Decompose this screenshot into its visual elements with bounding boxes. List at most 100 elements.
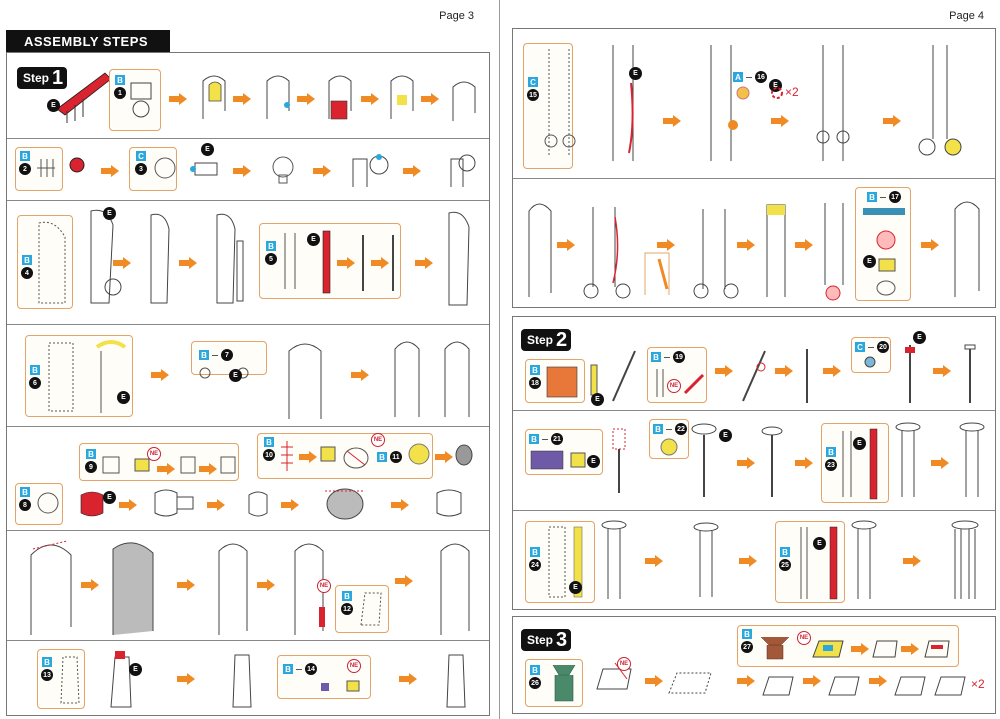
step-1-row-6: NE B 12 xyxy=(7,531,489,641)
label-part-27: B 27 xyxy=(741,629,753,653)
part-red-rod xyxy=(867,427,881,501)
label-part-20: C 20 xyxy=(855,341,889,353)
part-rod-cap xyxy=(949,519,981,603)
part-frame-assembly xyxy=(579,191,639,301)
part-red-drum xyxy=(77,489,107,519)
arrow-icon xyxy=(921,239,939,251)
step-1-row-2: B 2 C 3 E xyxy=(7,139,489,201)
part-disc-grey xyxy=(453,443,475,467)
part-rod-cap xyxy=(893,421,923,501)
part-rod-vertical xyxy=(903,343,917,405)
arrow-icon xyxy=(737,675,755,687)
assembly-steps-banner: ASSEMBLY STEPS xyxy=(6,30,170,52)
label-part-24: B 24 xyxy=(529,547,541,571)
part-long-frame xyxy=(813,43,853,167)
arrow-icon xyxy=(351,369,369,381)
arrow-icon xyxy=(281,499,299,511)
label-part-8: B 8 xyxy=(19,487,31,511)
step-1-row-7: B 13 E B 14 NE xyxy=(7,641,489,717)
part-frame-assembly-yellow xyxy=(759,193,793,301)
step-2-row-1: Step 2 B 18 E B 19 NE xyxy=(513,317,995,411)
step-1-frame: Step 1 E B 1 xyxy=(6,52,490,716)
part-frame-yellow xyxy=(91,337,131,417)
label-part-6: B 6 xyxy=(29,365,41,389)
label-part-19: B 19 xyxy=(651,351,685,363)
part-gear-piece xyxy=(127,79,157,123)
part-bracket xyxy=(179,455,197,475)
arrow-icon xyxy=(415,257,433,269)
part-assembly-red xyxy=(325,71,355,125)
part-drum-assembled xyxy=(151,487,197,521)
e-tag: E xyxy=(117,391,130,404)
part-rod-cap xyxy=(599,519,629,603)
label-part-17: B 17 xyxy=(867,191,901,203)
part-yellow-cup xyxy=(877,255,897,275)
arrow-icon xyxy=(823,365,841,377)
label-part-25: B 25 xyxy=(779,547,791,571)
part-rod-angled xyxy=(609,347,639,405)
part-drum-assembled xyxy=(433,487,465,521)
label-part-16: A 16 xyxy=(733,71,767,83)
quantity-multiplier: ×2 xyxy=(785,85,799,99)
arrow-icon xyxy=(113,257,131,269)
part-axle xyxy=(187,157,227,181)
step-1-row-1: Step 1 E B 1 xyxy=(7,53,489,139)
part-drum-assembled xyxy=(245,489,271,519)
arrow-icon xyxy=(371,257,389,269)
part-rod-assembled xyxy=(389,233,399,293)
arrow-icon xyxy=(795,239,813,251)
page-spine xyxy=(499,0,500,719)
step-1-row-4: B 6 E B 7 E xyxy=(7,325,489,427)
part-green-frame xyxy=(547,661,581,705)
arrow-icon xyxy=(157,463,175,475)
arrow-icon xyxy=(645,675,663,687)
label-part-22: B 22 xyxy=(653,423,687,435)
arrow-icon xyxy=(869,675,887,687)
step-1-row-5: B 9 NE B 10 NE B 11 xyxy=(7,427,489,531)
part-side-panel-assembled xyxy=(443,209,477,313)
arrow-icon xyxy=(715,365,733,377)
part-rod-cap xyxy=(957,421,987,501)
label-part-21: B 21 xyxy=(529,433,563,445)
part-cart-color xyxy=(811,637,849,661)
e-tag: E xyxy=(629,67,642,80)
e-tag: E xyxy=(103,491,116,504)
page-4: Page 4 C 15 E A 16 E ×2 xyxy=(500,0,1000,719)
part-arm-assembly xyxy=(289,537,331,637)
part-rod-pair xyxy=(839,429,855,499)
step-3-frame: Step 3 B 26 NE B 27 NE ×2 xyxy=(512,616,996,714)
arrow-icon xyxy=(737,239,755,251)
part-disc xyxy=(153,153,177,183)
part-rod-cap xyxy=(691,521,721,601)
arrow-icon xyxy=(207,499,225,511)
arrow-icon xyxy=(233,93,251,105)
label-part-1: B 1 xyxy=(114,75,126,99)
part-yellow-disc xyxy=(659,437,679,457)
part-assembly xyxy=(263,71,293,121)
e-tag: E xyxy=(813,537,826,550)
part-assembly xyxy=(349,147,389,189)
arrow-icon xyxy=(645,555,663,567)
step-2-row-3: B 24 E B 25 E xyxy=(513,511,995,611)
arrow-icon xyxy=(399,673,417,685)
arrow-icon xyxy=(795,457,813,469)
part-long-frame xyxy=(541,47,577,165)
part-brown-frame xyxy=(757,633,793,663)
part-bracket xyxy=(101,455,121,475)
part-small-clip xyxy=(319,679,365,695)
part-comb xyxy=(33,153,59,183)
part-plate xyxy=(229,649,255,711)
part-side-panel-assembled xyxy=(211,211,251,311)
arrow-icon xyxy=(803,675,821,687)
part-frame-assembled xyxy=(439,335,475,419)
e-tag: E xyxy=(913,331,926,344)
part-rod-vertical xyxy=(609,425,629,495)
e-tag: E xyxy=(719,429,732,442)
part-red-strip xyxy=(683,371,705,395)
part-assembly xyxy=(387,71,417,121)
arrow-icon xyxy=(435,451,453,463)
step-1-row-8: C 15 E A 16 E ×2 xyxy=(513,29,995,179)
arrow-icon xyxy=(257,579,275,591)
part-detail-orange xyxy=(641,249,673,299)
step-1-row-3: B 4 E B 5 E xyxy=(7,201,489,325)
